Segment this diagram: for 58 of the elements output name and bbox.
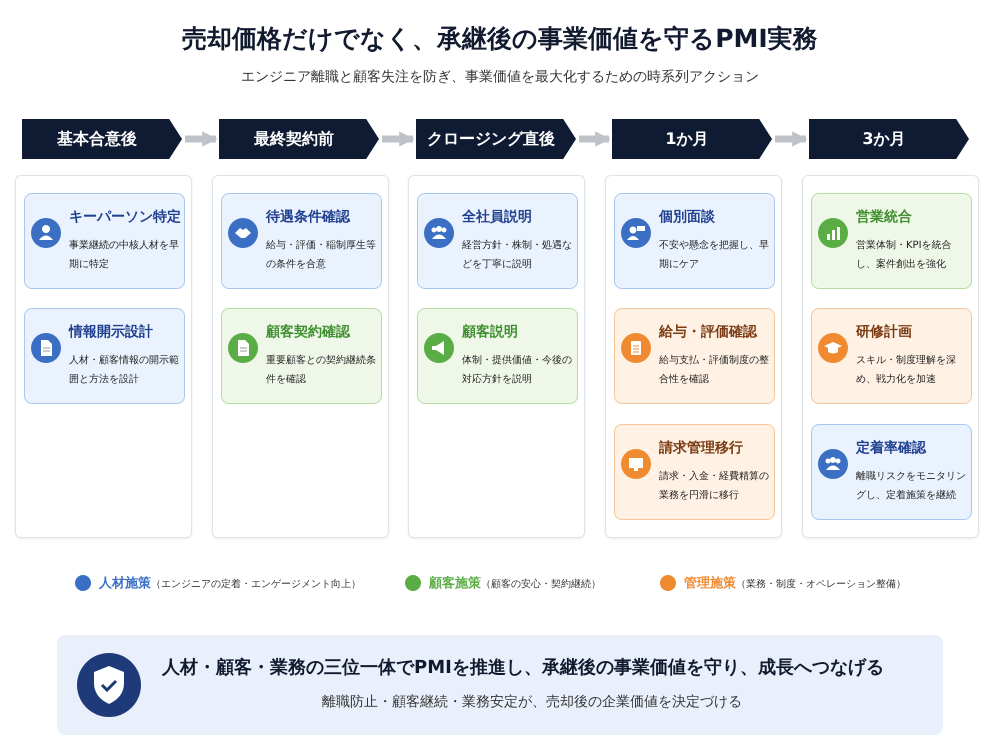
phase-header: クロージング直後 — [416, 119, 576, 159]
banner-headline: 人材・顧客・業務の三位一体でPMIを推進し、承継後の事業価値を守り、成長へつなげる — [162, 656, 884, 679]
card-title: キーパーソン特定 — [69, 208, 181, 226]
action-card — [811, 424, 972, 520]
phase-header: 基本合意後 — [22, 119, 182, 159]
phase-header: 1か月 — [612, 119, 772, 159]
card-title: 顧客説明 — [462, 323, 518, 341]
action-card — [24, 308, 185, 404]
card-title: 給与・評価確認 — [659, 323, 757, 341]
card-title: 営業統合 — [856, 208, 912, 226]
column-panel — [802, 175, 979, 538]
legend-label: 人材施策（エンジニアの定着・エンゲージメント向上） — [99, 575, 361, 592]
card-title: 全社員説明 — [462, 208, 532, 226]
action-card — [811, 308, 972, 404]
column-panel — [605, 175, 782, 538]
legend-label: 顧客施策（顧客の安心・契約継続） — [429, 574, 601, 592]
action-card — [614, 308, 775, 404]
action-card — [417, 308, 578, 404]
arrow — [775, 131, 808, 147]
action-card — [614, 193, 775, 289]
banner-subtext: 離職防止・顧客継続・業務安定が、売却後の企業価値を決定づける — [321, 693, 743, 711]
action-card — [24, 193, 185, 289]
arrow — [185, 131, 218, 147]
card-description: 離職リスクをモニタリングし、定着施策を継続 — [856, 470, 966, 503]
column-panel — [15, 175, 192, 538]
column-panel — [212, 175, 389, 538]
action-card — [221, 193, 382, 289]
card-description: 経営方針・株制・処遇などを丁寧に説明 — [462, 238, 572, 272]
card-description: 営業体制・KPIを統合し、案件創出を強化 — [856, 238, 953, 272]
action-card — [811, 193, 972, 289]
arrow — [579, 131, 611, 147]
card-description: 体制・提供価値・今後の対応方針を説明 — [462, 354, 572, 387]
phase-header: 3か月 — [809, 119, 969, 159]
legend-label: 管理施策（業務・制度・オペレーション整備） — [684, 575, 906, 592]
subtitle: エンジニア離職と顧客失注を防ぎ、事業価値を最大化するための時系列アクション — [240, 68, 760, 86]
card-title: 定着率確認 — [856, 439, 926, 457]
card-description: 事業継続の中核人材を早期に特定 — [69, 238, 179, 272]
card-description: 請求・入金・経費精算の業務を円滑に移行 — [659, 470, 769, 503]
arrow — [382, 131, 415, 147]
action-card — [221, 308, 382, 404]
title: 売却価格だけでなく、承継後の事業価値を守るPMI実務 — [181, 23, 819, 55]
card-description: 給与・評価・稲制厚生等の条件を合意 — [266, 238, 376, 272]
card-title: 個別面談 — [659, 208, 715, 226]
card-title: 請求管理移行 — [659, 439, 743, 457]
card-description: 給与支払・評価制度の整合性を確認 — [659, 354, 769, 387]
action-card — [417, 193, 578, 289]
card-title: 情報開示設計 — [69, 323, 153, 341]
card-description: 重要顧客との契約継続条件を確認 — [266, 354, 376, 387]
phase-header: 最終契約前 — [219, 119, 379, 159]
action-card — [614, 424, 775, 520]
column-panel — [408, 175, 585, 538]
card-title: 顧客契約確認 — [266, 323, 350, 341]
card-description: 人材・顧客情報の開示範囲と方法を設計 — [69, 354, 179, 387]
card-title: 研修計画 — [856, 323, 912, 341]
card-title: 待遇条件確認 — [266, 208, 350, 226]
summary-banner — [57, 635, 943, 735]
card-description: スキル・制度理解を深め、戦力化を加速 — [856, 354, 957, 387]
card-description: 不安や懸念を把握し、早期にケア — [659, 238, 769, 272]
